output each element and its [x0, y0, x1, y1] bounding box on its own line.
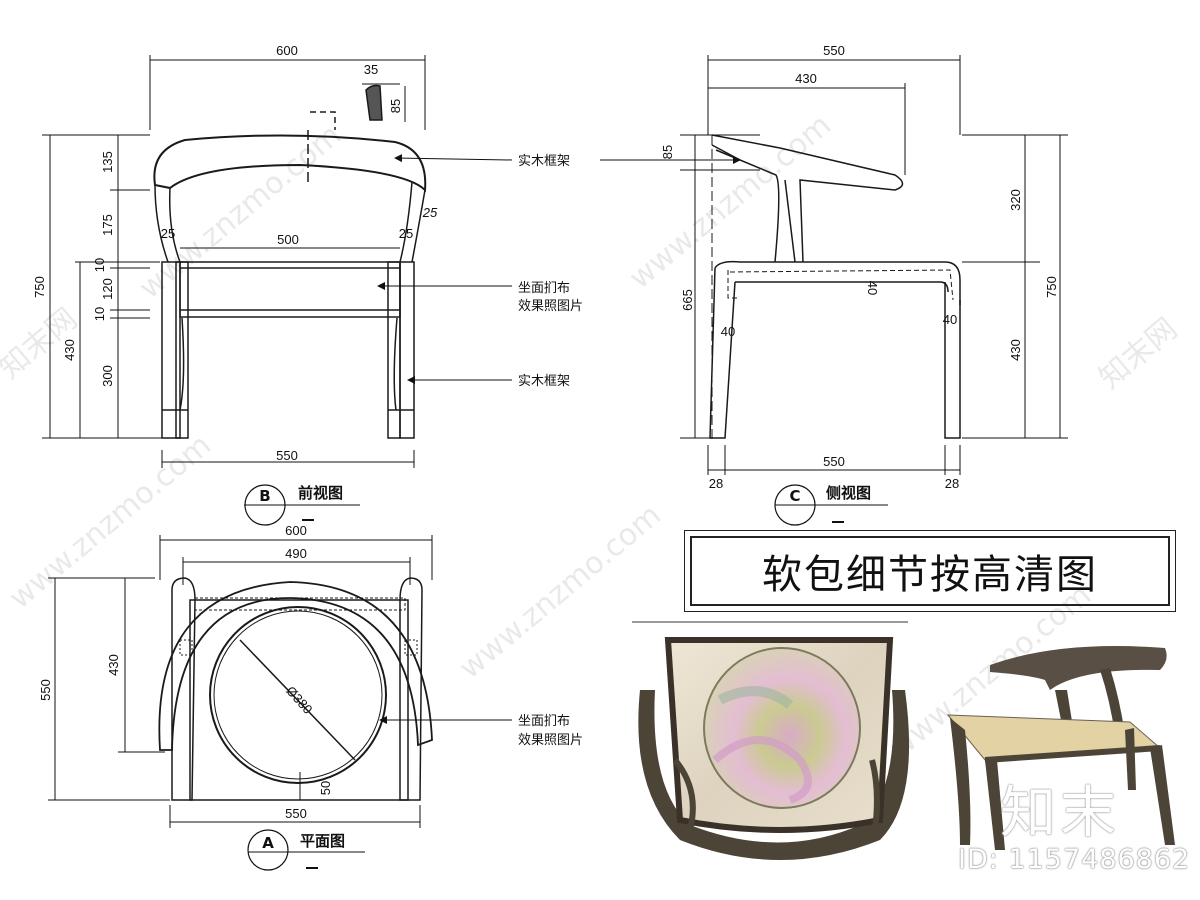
- dim-plan-bottom-width: 550: [285, 806, 307, 821]
- callout-plan-fabric-line2: 效果照图片: [518, 733, 583, 748]
- front-callouts: [377, 154, 513, 384]
- callout-wood-frame-leg: 实木框架: [518, 374, 570, 389]
- dim-side-seat-40: 40: [865, 281, 880, 295]
- front-view: [153, 84, 427, 439]
- detail-title-text: 软包细节按高清图: [762, 552, 1098, 598]
- callout-seat-fabric-line2: 效果照图片: [518, 299, 583, 314]
- dim-seg-10a: 10: [92, 258, 107, 272]
- dim-plan-inner-width: 490: [285, 546, 307, 561]
- fabric-detail-photo: [632, 621, 910, 860]
- dim-plan-inner-depth: 430: [106, 654, 121, 676]
- front-view-title: 前视图: [298, 484, 343, 502]
- dim-front-bottom-width: 550: [276, 448, 298, 463]
- side-view: [709, 134, 961, 440]
- dim-front-seat-height: 430: [62, 339, 77, 361]
- front-view-badge: B 前视图: [244, 484, 360, 526]
- watermark-text: www.znzmo.com: [623, 108, 838, 297]
- chair-render-photo: [946, 646, 1175, 850]
- side-view-title: 侧视图: [826, 484, 871, 502]
- dim-side-bottom-depth: 550: [823, 454, 845, 469]
- plan-view-title: 平面图: [300, 832, 345, 850]
- callout-wood-frame-top: 实木框架: [518, 154, 570, 169]
- dim-side-430-right: 430: [1008, 339, 1023, 361]
- dim-plan-gap-50: 50: [318, 781, 333, 795]
- dim-side-320: 320: [1008, 189, 1023, 211]
- plan-view-badge: A 平面图: [247, 829, 365, 871]
- side-dimension-labels: 550 430 550 28 28 85 665 40 40 40 320 43…: [660, 43, 1059, 491]
- front-dimensions: [42, 55, 426, 468]
- dim-plan-outer-width: 600: [285, 523, 307, 538]
- dim-seg-120: 120: [100, 278, 115, 300]
- dim-front-left-25: 25: [161, 226, 175, 241]
- detail-title-box: 软包细节按高清图: [684, 530, 1176, 612]
- badge-letter-a: A: [262, 834, 274, 852]
- dim-side-arm-depth: 430: [795, 71, 817, 86]
- dim-front-total-height: 750: [32, 276, 47, 298]
- callout-seat-fabric-line1: 坐面扪布: [518, 281, 570, 296]
- plan-dimensions: [48, 535, 433, 828]
- plan-view: [158, 577, 433, 801]
- dim-side-750: 750: [1044, 276, 1059, 298]
- dim-plan-diameter: Ø380: [283, 683, 315, 717]
- dim-front-right-25: 25: [399, 226, 413, 241]
- side-dimensions: [680, 55, 1068, 475]
- dim-side-total-depth: 550: [823, 43, 845, 58]
- dim-front-seat-width: 500: [277, 232, 299, 247]
- dim-seg-300: 300: [100, 365, 115, 387]
- dim-seg-175: 175: [100, 214, 115, 236]
- dim-plan-depth: 550: [38, 679, 53, 701]
- dim-front-arm-25: 25: [422, 205, 438, 220]
- dim-seg-135: 135: [100, 151, 115, 173]
- badge-letter-c: C: [789, 487, 800, 505]
- front-dimension-labels: 600 550 500 35 85 25 25 25 750 430 135 1…: [32, 43, 438, 463]
- dim-side-foot-left: 28: [709, 476, 723, 491]
- dim-front-top-width: 600: [276, 43, 298, 58]
- dim-side-crest: 85: [660, 145, 675, 159]
- dim-side-leg-40-right: 40: [943, 312, 957, 327]
- dim-side-foot-right: 28: [945, 476, 959, 491]
- brand-watermark: 知末: [1000, 781, 1120, 846]
- watermark-text: 知末网: [1093, 311, 1184, 396]
- dim-side-leg-40-left: 40: [721, 324, 735, 339]
- dim-side-665: 665: [680, 289, 695, 311]
- watermark-text: www.znzmo.com: [3, 428, 218, 617]
- dim-profile-width: 35: [364, 62, 378, 77]
- image-id-watermark: ID: 1157486862: [958, 844, 1191, 875]
- dim-seg-10b: 10: [92, 307, 107, 321]
- watermark-text: www.znzmo.com: [133, 118, 348, 307]
- dim-profile-height: 85: [388, 99, 403, 113]
- side-view-badge: C 侧视图: [774, 484, 888, 526]
- watermark-text: www.znzmo.com: [453, 498, 668, 687]
- callout-plan-fabric-line1: 坐面扪布: [518, 714, 570, 729]
- badge-letter-b: B: [259, 487, 270, 505]
